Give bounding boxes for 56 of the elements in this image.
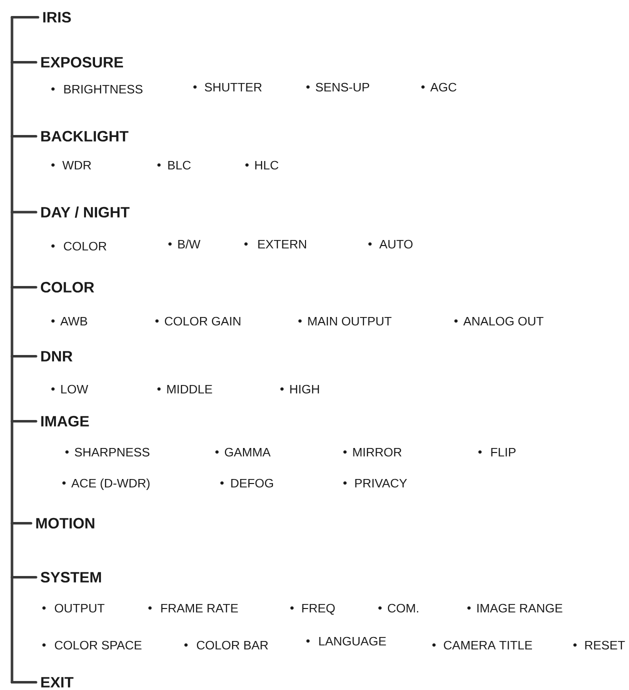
menu-option: FRAME RATE [161,604,238,612]
menu-option: LOW [61,384,88,394]
menu-option: FLIP [491,448,516,456]
menu-option: COLOR SPACE [54,640,142,650]
menu-option: EXTERN [258,240,306,248]
menu-heading: DAY / NIGHT [41,206,130,218]
menu-option: SENS-UP [316,82,370,92]
menu-heading: SYSTEM [40,572,101,583]
menu-option: DEFOG [231,478,273,488]
branch-line [10,420,38,422]
menu-option: COLOR [64,242,106,251]
menu-heading: BACKLIGHT [41,130,128,142]
menu-option: BRIGHTNESS [64,84,142,94]
menu-option: MIDDLE [167,384,212,394]
menu-option: SHARPNESS [74,448,150,457]
branch-line [10,60,38,64]
branch-line [10,680,38,684]
branch-line [10,576,38,578]
menu-heading: EXPOSURE [41,56,124,68]
menu-option: MAIN OUTPUT [308,316,392,326]
menu-option: B/W [178,240,200,249]
menu-option: GAMMA [224,448,271,457]
menu-option: AGC [430,82,456,92]
menu-option: HLC [255,160,278,170]
menu-option: ACE (D-WDR) [71,478,150,490]
menu-option: ANALOG OUT [463,316,544,326]
menu-option: LANGUAGE [319,636,386,646]
menu-option: OUTPUT [54,604,104,613]
menu-option: AWB [60,316,88,326]
menu-option: CAMERA TITLE [444,640,532,650]
menu-option: COLOR GAIN [164,316,240,326]
menu-heading: IMAGE [41,416,89,427]
menu-option: PRIVACY [355,478,407,488]
menu-option: RESET [585,640,625,650]
menu-option: COLOR BAR [196,640,268,650]
menu-heading: MOTION [36,518,94,529]
branch-line [10,354,38,358]
branch-line [10,134,38,138]
branch-line [10,286,38,289]
menu-option: AUTO [379,240,413,249]
menu-option: BLC [168,160,191,170]
branch-line [10,16,40,19]
menu-heading: EXIT [41,677,74,688]
menu-option: SHUTTER [204,82,262,92]
menu-option: FREQ [302,604,335,615]
menu-option: COM. [388,604,418,613]
branch-line [10,522,32,524]
menu-heading: DNR [41,351,72,362]
menu-option: MIRROR [353,448,402,457]
branch-line [10,210,38,214]
menu-option: WDR [62,160,91,170]
menu-option: IMAGE RANGE [477,604,562,613]
tree-line [10,16,14,684]
menu-option: HIGH [290,384,319,394]
menu-heading: COLOR [40,282,94,293]
menu-heading: IRIS [43,12,71,23]
